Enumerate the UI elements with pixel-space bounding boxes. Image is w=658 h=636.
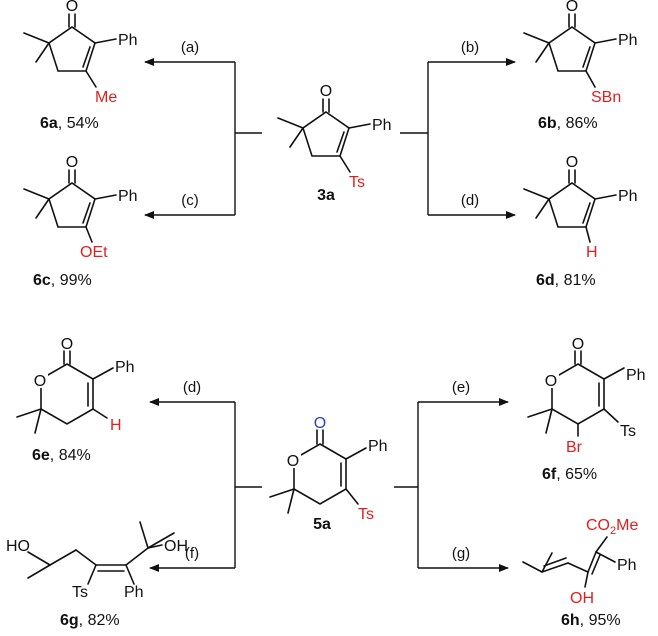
arrow-system-top: (a) (c) (b) (d) <box>144 39 516 219</box>
atom-O: O <box>66 154 78 171</box>
atom-O: O <box>566 154 578 171</box>
atom-ring-O: O <box>34 373 46 390</box>
atom-O: O <box>61 336 73 353</box>
arrow-label-a: (a) <box>181 39 199 56</box>
compound-5a: O O Ph Ts 5a <box>269 415 388 533</box>
substituent-H: H <box>110 417 122 434</box>
atom-ring-O: O <box>287 453 299 470</box>
atom-Ph: Ph <box>368 438 388 455</box>
atom-Ph: Ph <box>124 584 144 601</box>
arrow-label-c: (c) <box>181 192 199 209</box>
compound-6h: CO2Me Ph OH 6h, 95% <box>522 517 638 629</box>
substituent-OEt: OEt <box>80 244 108 261</box>
yield-label-6h: 6h, 95% <box>561 612 621 629</box>
compound-6e: O O Ph H 6e, 84% <box>16 336 135 464</box>
substituent-SBn: SBn <box>591 89 621 106</box>
substituent-H: H <box>586 244 598 261</box>
substituent-Ts: Ts <box>358 506 374 523</box>
compound-6d: O Ph H 6d, 81% <box>523 154 638 289</box>
arrow-system-bottom: (d) (f) (e) (g) <box>149 379 509 572</box>
atom-Ph: Ph <box>118 32 138 49</box>
arrow-label-e: (e) <box>452 379 470 396</box>
compound-6b: O Ph SBn 6b, 86% <box>523 0 638 132</box>
yield-label-6e: 6e, 84% <box>32 447 91 464</box>
atom-O: O <box>572 336 584 353</box>
atom-Ts: Ts <box>620 423 636 440</box>
compound-label-5a: 5a <box>313 516 331 533</box>
compound-6a: O Ph Me 6a, 54% <box>23 0 138 132</box>
arrow-label-g: (g) <box>452 545 470 562</box>
yield-label-6a: 6a, 54% <box>40 115 99 132</box>
atom-Ts: Ts <box>72 584 88 601</box>
yield-label-6d: 6d, 81% <box>536 272 596 289</box>
compound-6g: HO OH Ts Ph 6g, 82% <box>6 521 188 629</box>
compound-6c: O Ph OEt 6c, 99% <box>23 154 138 289</box>
atom-O: O <box>566 0 578 15</box>
atom-Ph: Ph <box>372 117 392 134</box>
yield-label-6g: 6g, 82% <box>60 612 120 629</box>
atom-O: O <box>66 0 78 15</box>
substituent-Me: Me <box>95 89 117 106</box>
atom-Ph: Ph <box>618 188 638 205</box>
compound-3a: O Ph Ts 3a <box>277 83 392 204</box>
substituent-CO2Me: CO2Me <box>586 517 638 537</box>
atom-carbonyl-O: O <box>314 415 326 432</box>
atom-Ph: Ph <box>618 32 638 49</box>
yield-label-6c: 6c, 99% <box>33 272 92 289</box>
atom-O: O <box>320 83 332 100</box>
substituent-OH: OH <box>570 590 594 607</box>
compound-label-3a: 3a <box>317 187 335 204</box>
arrow-label-b: (b) <box>461 39 479 56</box>
yield-label-6f: 6f, 65% <box>542 466 597 483</box>
substituent-Br: Br <box>566 439 583 456</box>
atom-Ph: Ph <box>115 359 135 376</box>
atom-Ph: Ph <box>626 367 646 384</box>
arrow-label-d-top: (d) <box>461 192 479 209</box>
arrow-label-f: (f) <box>185 545 199 562</box>
atom-OH: OH <box>164 538 188 555</box>
yield-label-6b: 6b, 86% <box>538 115 598 132</box>
compound-6f: O O Ph Ts Br 6f, 65% <box>527 336 646 483</box>
substituent-Ts: Ts <box>349 174 365 191</box>
atom-HO: HO <box>6 538 30 555</box>
atom-ring-O: O <box>545 373 557 390</box>
atom-Ph: Ph <box>118 188 138 205</box>
arrow-label-d-bottom: (d) <box>183 379 201 396</box>
atom-Ph: Ph <box>617 557 637 574</box>
